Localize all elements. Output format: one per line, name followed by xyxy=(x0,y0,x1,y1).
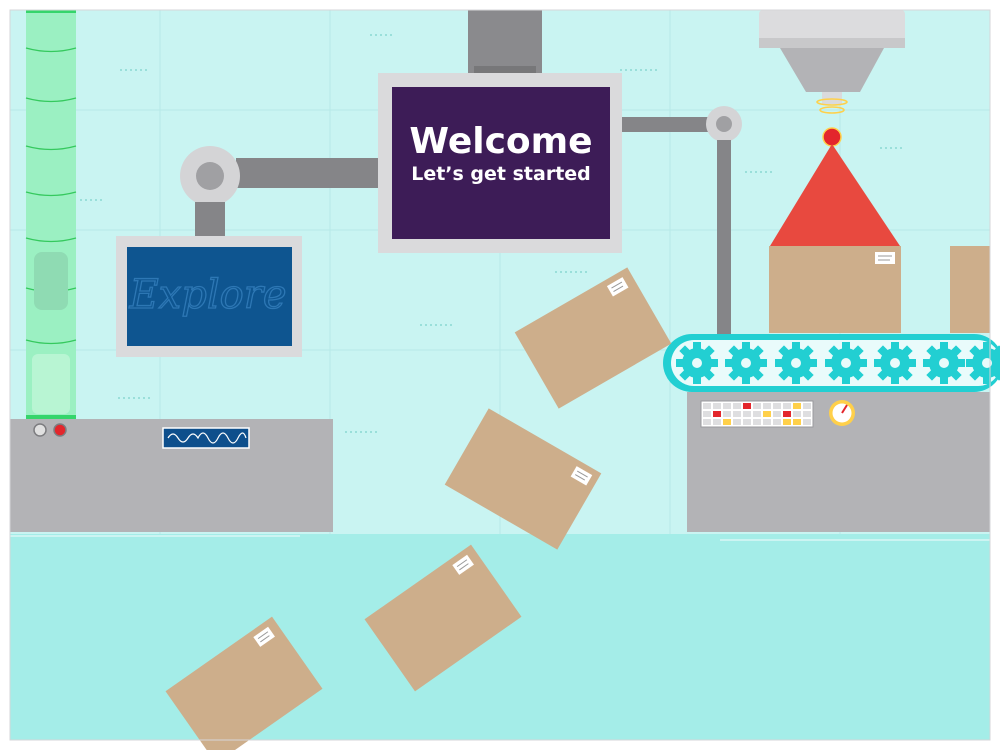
welcome-subtitle: Let’s get started xyxy=(411,163,591,185)
record-button-icon[interactable] xyxy=(53,423,67,437)
left-machine xyxy=(10,419,333,532)
welcome-screen[interactable]: Welcome Let’s get started xyxy=(378,73,622,253)
package-edge xyxy=(950,246,990,333)
gear-icon xyxy=(725,342,767,384)
falling-boxes xyxy=(165,267,672,750)
package xyxy=(514,267,672,409)
ceiling-pipe xyxy=(468,10,542,74)
gear-icon xyxy=(676,342,718,384)
package xyxy=(364,544,522,692)
package xyxy=(165,616,323,750)
gear-icon xyxy=(874,342,916,384)
red-beacon xyxy=(822,127,842,147)
gear-icon xyxy=(923,342,965,384)
transport-tube xyxy=(25,10,77,419)
package xyxy=(444,408,602,550)
dispenser xyxy=(759,10,905,147)
conveyor-belt xyxy=(663,334,1000,392)
factory-floor xyxy=(10,534,990,740)
explore-label: Explore xyxy=(128,272,286,318)
right-robot-arm xyxy=(621,106,742,336)
gauge-icon xyxy=(829,400,855,426)
gear-icon xyxy=(825,342,867,384)
welcome-title: Welcome xyxy=(409,121,592,162)
power-button-icon[interactable] xyxy=(33,423,47,437)
house-package xyxy=(769,144,901,333)
explore-screen[interactable]: Explore xyxy=(116,236,302,357)
indicator-grid xyxy=(700,400,814,428)
waveform-icon xyxy=(162,427,250,449)
gear-icon xyxy=(775,342,817,384)
gear-icon xyxy=(966,342,1000,384)
left-robot-arm xyxy=(180,146,378,238)
right-machine xyxy=(687,392,990,532)
